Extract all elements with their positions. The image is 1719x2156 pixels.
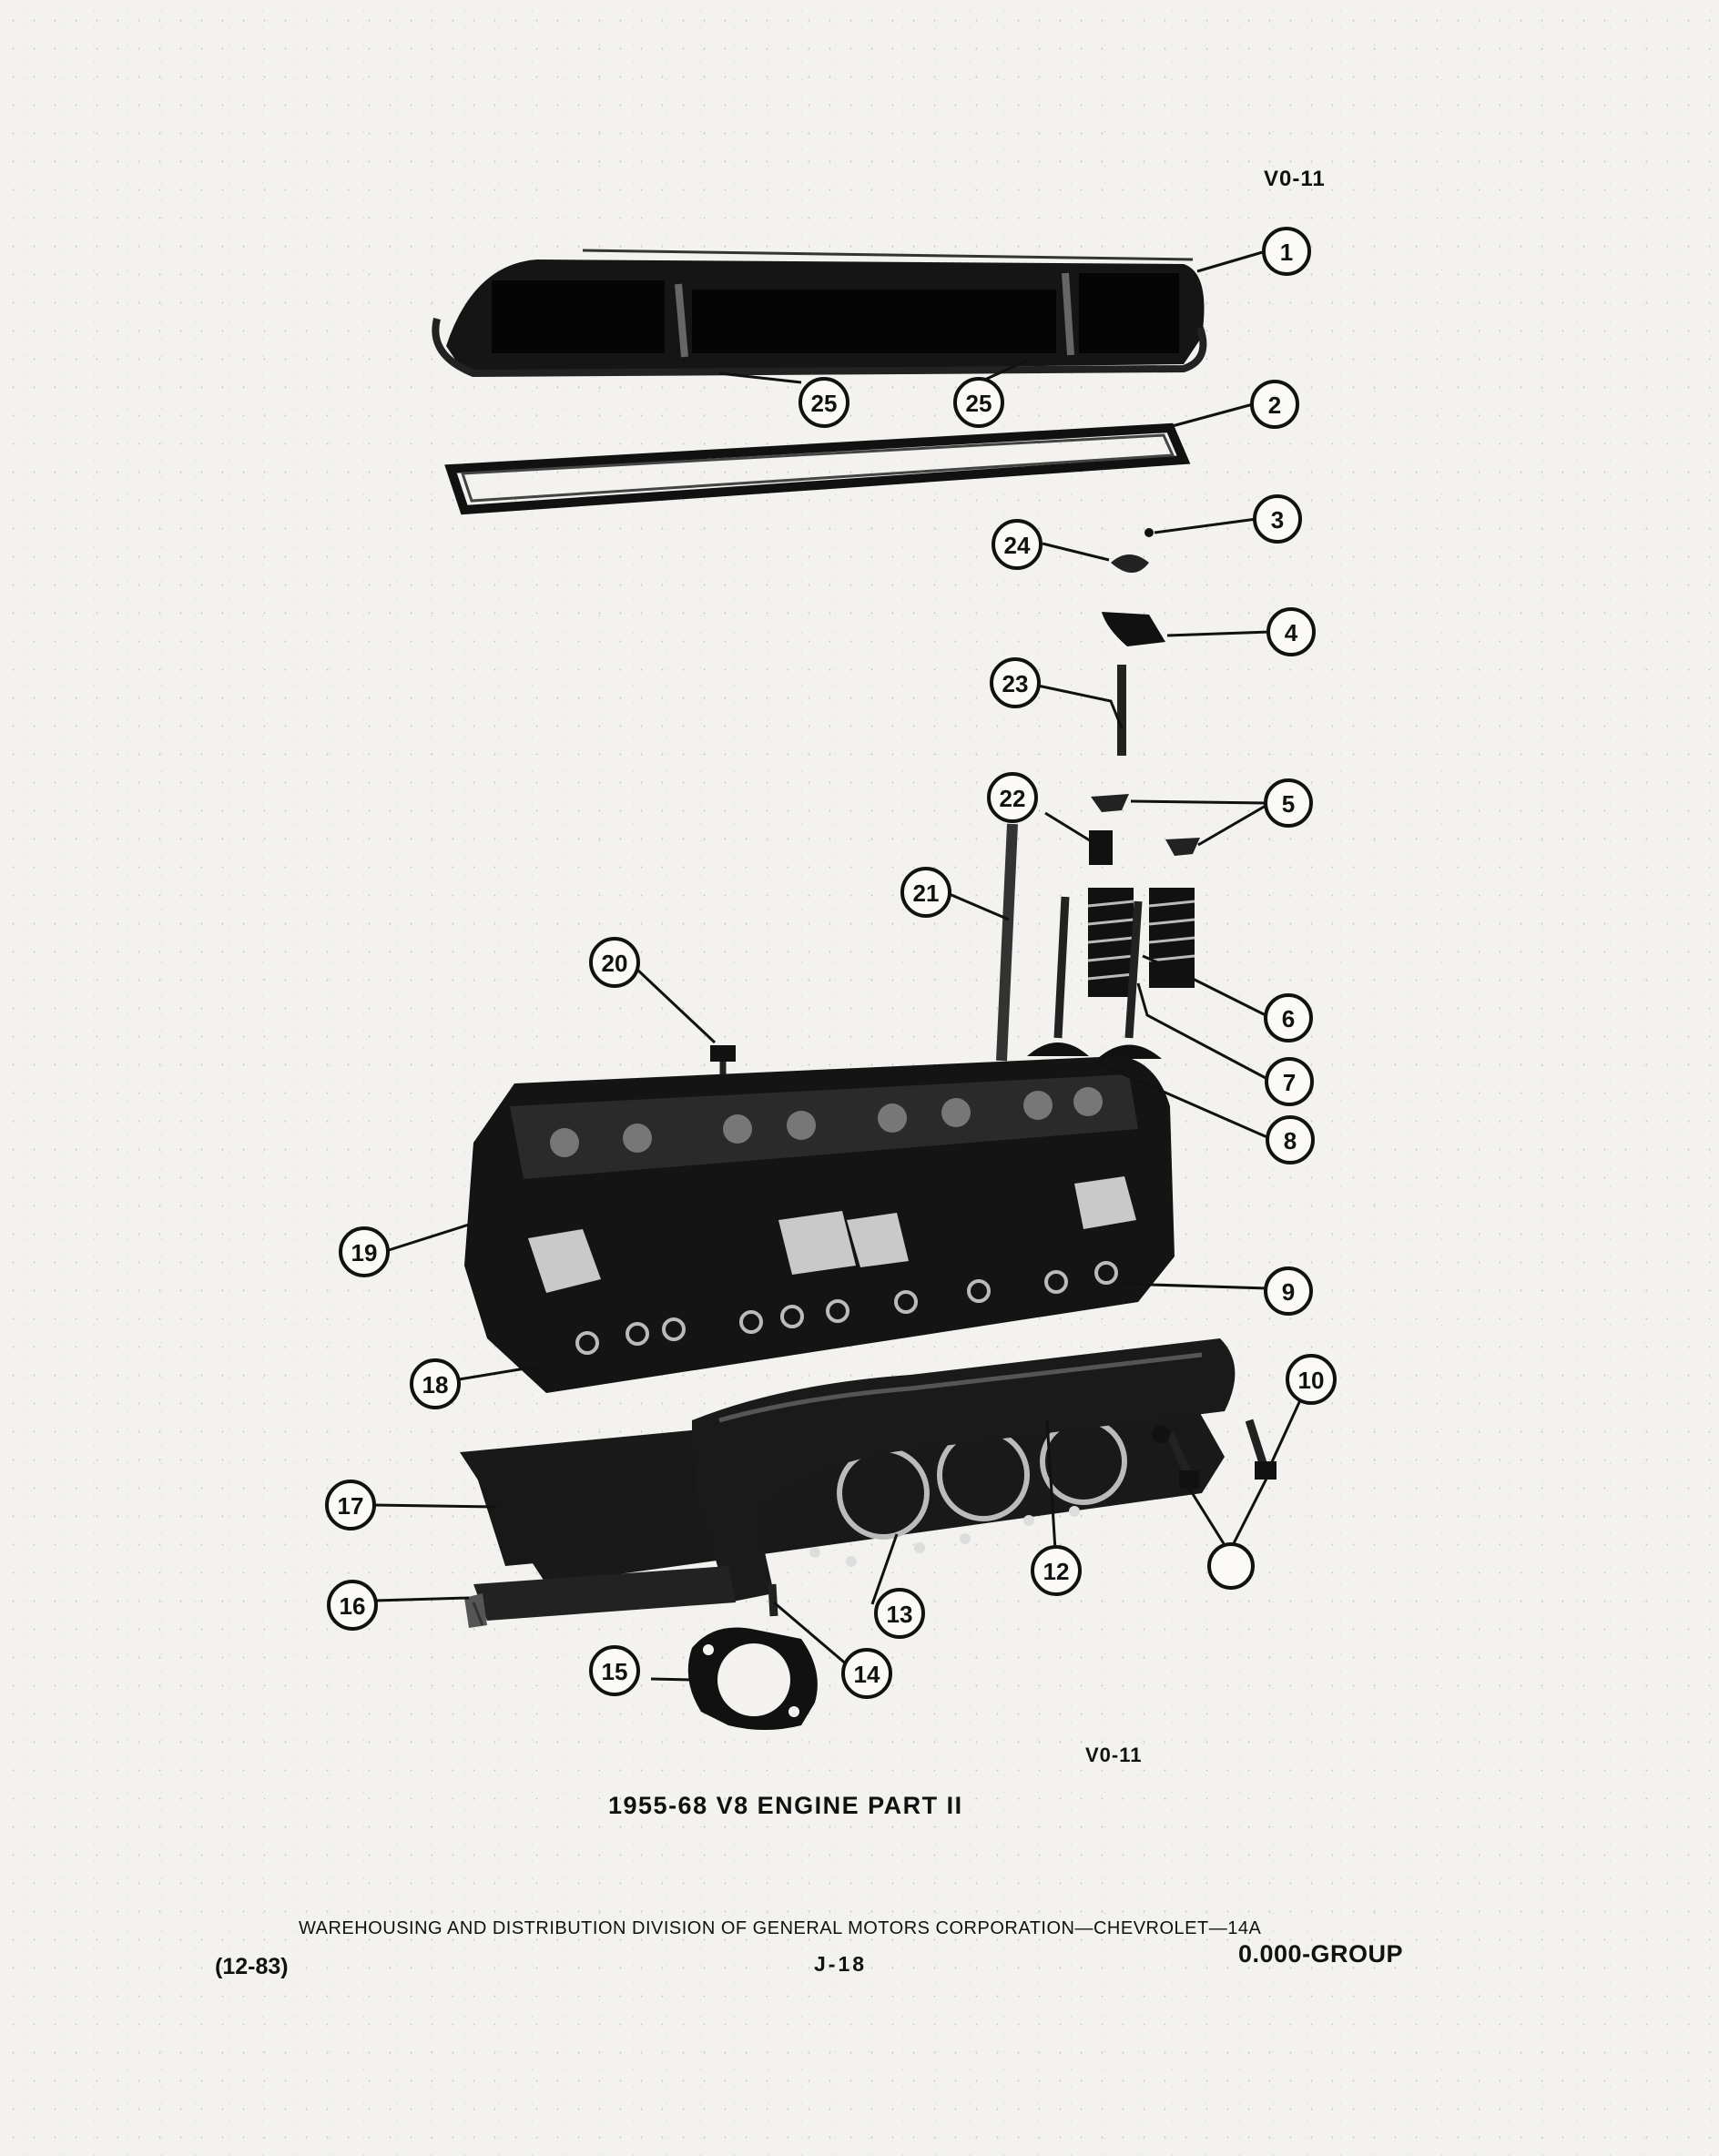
valves (1027, 896, 1162, 1059)
callout-12: 12 (1031, 1545, 1082, 1596)
callout-18: 18 (410, 1358, 461, 1409)
exhaust-flange-gasket (687, 1627, 818, 1730)
callout-14: 14 (841, 1648, 892, 1699)
svg-text:16: 16 (340, 1592, 366, 1620)
figure-caption: 1955-68 V8 ENGINE PART II (608, 1792, 963, 1819)
svg-text:19: 19 (351, 1239, 378, 1266)
valve-springs (1087, 888, 1195, 997)
callout-17: 17 (325, 1480, 376, 1531)
rocker-arm-parts (1089, 528, 1200, 865)
svg-text:8: 8 (1284, 1127, 1297, 1154)
svg-text:23: 23 (1002, 670, 1029, 697)
leader-lines (372, 249, 1302, 1682)
svg-text:18: 18 (422, 1371, 449, 1398)
figure-id-top: V0-11 (1264, 167, 1326, 191)
svg-text:2: 2 (1268, 392, 1281, 419)
svg-text:17: 17 (338, 1492, 364, 1520)
callout-3: 3 (1253, 494, 1302, 544)
callout-6: 6 (1264, 993, 1313, 1042)
footer-date-code: (12-83) (215, 1954, 289, 1979)
svg-text:9: 9 (1282, 1278, 1295, 1306)
callout-22: 22 (987, 772, 1038, 823)
callout-1: 1 (1262, 227, 1311, 276)
callout-20: 20 (589, 937, 640, 988)
svg-text:1: 1 (1280, 239, 1293, 266)
footer-page-number: J-18 (814, 1952, 868, 1976)
callout-21: 21 (900, 867, 951, 918)
svg-text:6: 6 (1282, 1005, 1295, 1032)
callout-15: 15 (589, 1645, 640, 1696)
callout-25-left: 25 (798, 377, 849, 428)
rocker-cover-gasket (444, 422, 1191, 515)
callout-4: 4 (1266, 607, 1316, 656)
callout-19: 19 (339, 1226, 390, 1277)
svg-text:22: 22 (1000, 785, 1026, 812)
svg-text:15: 15 (602, 1658, 628, 1685)
callout-9: 9 (1264, 1266, 1313, 1316)
callout-2: 2 (1250, 380, 1299, 429)
exhaust-manifold (464, 1338, 1236, 1628)
callout-7: 7 (1265, 1057, 1314, 1106)
callout-8: 8 (1266, 1115, 1315, 1164)
svg-text:10: 10 (1298, 1367, 1325, 1394)
svg-text:7: 7 (1283, 1069, 1296, 1096)
callout-5: 5 (1264, 778, 1313, 828)
push-rod (996, 823, 1018, 1062)
svg-text:13: 13 (887, 1601, 913, 1628)
cylinder-head (464, 1056, 1175, 1393)
rocker-cover (432, 249, 1207, 378)
callout-13: 13 (874, 1588, 925, 1639)
svg-text:24: 24 (1004, 532, 1031, 559)
manifold-stud (768, 1583, 778, 1617)
svg-text:12: 12 (1043, 1558, 1070, 1585)
svg-text:21: 21 (913, 880, 940, 907)
footer-group: 0.000-GROUP (1238, 1940, 1404, 1968)
svg-text:4: 4 (1285, 619, 1298, 646)
footer-distributor-line: WAREHOUSING AND DISTRIBUTION DIVISION OF… (299, 1918, 1262, 1938)
callout-24: 24 (992, 519, 1043, 570)
svg-text:25: 25 (811, 390, 838, 417)
callout-11 (1207, 1542, 1255, 1590)
svg-text:20: 20 (602, 950, 628, 977)
callout-10: 10 (1286, 1354, 1337, 1405)
svg-text:14: 14 (854, 1661, 880, 1688)
callout-16: 16 (327, 1580, 378, 1631)
svg-text:25: 25 (966, 390, 992, 417)
svg-text:3: 3 (1271, 506, 1284, 534)
svg-text:5: 5 (1282, 790, 1295, 818)
callout-25-right: 25 (953, 377, 1004, 428)
callout-23: 23 (990, 657, 1041, 708)
figure-id-bottom: V0-11 (1085, 1744, 1143, 1766)
